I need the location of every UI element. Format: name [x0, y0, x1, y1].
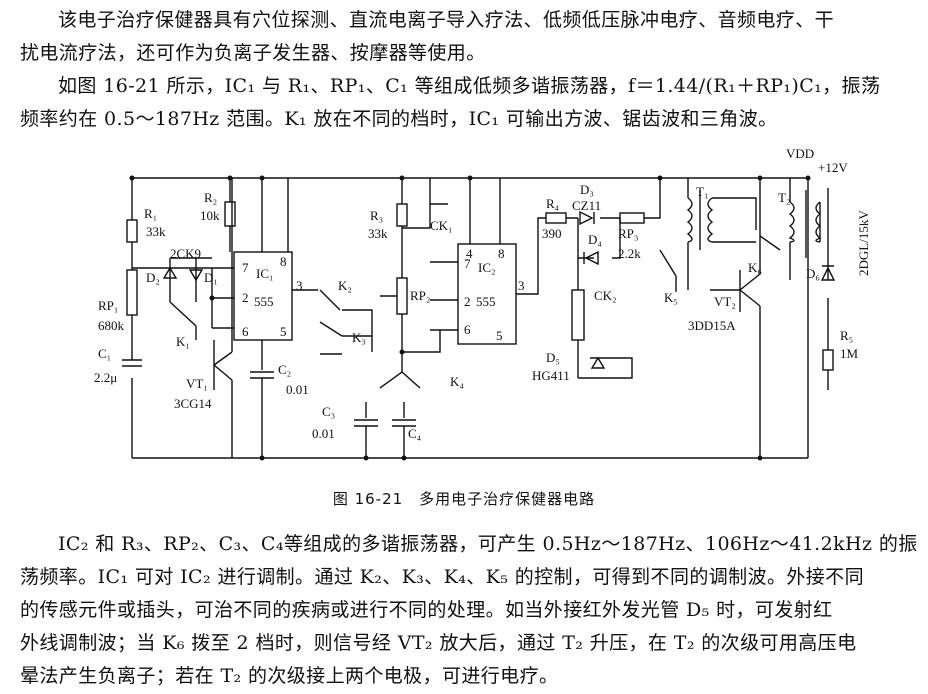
ic2-pin-4: 4: [466, 246, 473, 261]
label-c1: C₁: [98, 346, 111, 361]
label-c3-value: 0.01: [312, 426, 335, 441]
ic1-pin-5: 5: [280, 324, 287, 339]
label-vt2-type: 3DD15A: [688, 318, 736, 333]
label-rp3: RP₃: [618, 226, 638, 241]
label-vt1: VT₁: [186, 376, 208, 391]
label-k6: K₆: [748, 260, 762, 275]
ic1-line-2: 频率约在 0.5～187Hz 范围。K₁ 放在不同的档时，IC₁ 可输出方波、锯…: [20, 108, 778, 130]
label-d5: D₅: [546, 350, 560, 365]
ic2-pin-3: 3: [518, 278, 525, 293]
label-rp1: RP₁: [98, 298, 118, 313]
label-d6-type: 2DGL/15kV: [856, 210, 871, 276]
ic2-line-3: 的传感元件或插头，可治不同的疾病或进行不同的处理。如当外接红外发光管 D₅ 时，…: [20, 599, 833, 621]
label-k4: K₄: [450, 374, 464, 389]
label-rp3-value: 2.2k: [618, 246, 641, 261]
label-d2: D₂: [146, 270, 160, 285]
label-r1-value: 33k: [146, 224, 166, 239]
label-rp1-value: 680k: [98, 318, 125, 333]
label-d4: D₄: [588, 232, 602, 247]
ic1-pin-7: 7: [242, 260, 249, 275]
label-ic2: IC₂: [478, 260, 496, 275]
label-r3-value: 33k: [368, 226, 388, 241]
label-r3: R₃: [370, 208, 383, 223]
label-rp2: RP₂: [410, 288, 430, 303]
diodes: [162, 210, 836, 369]
label-vt2: VT₂: [714, 294, 736, 309]
label-ic2-chip: 555: [476, 294, 496, 309]
label-ck2: CK₂: [594, 288, 617, 303]
label-d1: D₁: [204, 270, 218, 285]
ic1-line-1: 如图 16-21 所示，IC₁ 与 R₁、RP₁、C₁ 等组成低频多谐振荡器，f…: [58, 75, 881, 97]
label-d5-type: HG411: [532, 368, 570, 383]
label-d3-type: CZ11: [572, 198, 601, 213]
label-r5-value: 1M: [840, 346, 859, 361]
label-ic1: IC₁: [256, 266, 274, 281]
ic1-pin-2: 2: [242, 290, 249, 305]
label-r5: R₅: [840, 328, 853, 343]
ic1-pin-6: 6: [242, 324, 249, 339]
label-ic1-chip: 555: [254, 294, 274, 309]
label-r4: R₄: [546, 196, 560, 211]
ic2-line-4: 外线调制波；当 K₆ 拨至 2 档时，则信号经 VT₂ 放大后，通过 T₂ 升压…: [20, 632, 857, 654]
label-ck1: CK₁: [430, 218, 453, 233]
circuit-labels: VDD +12V R₁ 33k R₂ 10k R₃ 33k R₄ 390 R₅ …: [94, 146, 871, 441]
ic1-pin-8: 8: [280, 254, 287, 269]
label-t2: T₂: [778, 190, 790, 205]
label-r2: R₂: [204, 190, 217, 205]
ic2-pin-8: 8: [498, 246, 505, 261]
resistors: [126, 201, 408, 316]
label-d3: D₃: [580, 182, 594, 197]
label-vt1-type: 3CG14: [174, 396, 212, 411]
ic2-line-2: 荡频率。IC₁ 可对 IC₂ 进行调制。通过 K₂、K₃、K₄、K₅ 的控制，可…: [20, 566, 864, 588]
ic2-pin-5: 5: [496, 328, 503, 343]
label-d6: D₆: [806, 266, 820, 281]
ic2-pin-7: 7: [464, 256, 471, 271]
label-c2-value: 0.01: [286, 382, 309, 397]
label-r4-value: 390: [542, 226, 562, 241]
label-c3: C₃: [322, 404, 335, 419]
figure-caption: 图 16-21 多用电子治疗保健器电路: [332, 490, 596, 508]
capacitors: [122, 359, 142, 367]
circuit-diagram: VDD +12V R₁ 33k R₂ 10k R₃ 33k R₄ 390 R₅ …: [94, 146, 871, 461]
label-k3: K₃: [352, 330, 366, 345]
ic1-paragraph: 如图 16-21 所示，IC₁ 与 R₁、RP₁、C₁ 等组成低频多谐振荡器，f…: [20, 70, 910, 136]
ic1-pin-3: 3: [296, 278, 303, 293]
label-r2-value: 10k: [200, 208, 220, 223]
ic2-paragraph: IC₂ 和 R₃、RP₂、C₃、C₄等组成的多谐振荡器，可产生 0.5Hz～18…: [20, 528, 918, 693]
intro-line-2: 扰电流疗法，还可作为负离子发生器、按摩器等使用。: [20, 42, 486, 64]
label-k5: K₅: [664, 290, 678, 305]
label-c2: C₂: [278, 362, 291, 377]
label-vdd: VDD: [786, 146, 814, 161]
label-k2: K₂: [338, 278, 352, 293]
label-k1: K₁: [176, 334, 190, 349]
label-supply: +12V: [818, 160, 848, 175]
label-c4: C₄: [408, 426, 422, 441]
label-d2-type: 2CK9: [170, 246, 201, 261]
intro-line-1: 该电子治疗保健器具有穴位探测、直流电离子导入疗法、低频低压脉冲电疗、音频电疗、干: [58, 9, 835, 31]
label-r1: R₁: [144, 206, 157, 221]
circuit-wires: [131, 177, 834, 459]
ic2-line-1: IC₂ 和 R₃、RP₂、C₃、C₄等组成的多谐振荡器，可产生 0.5Hz～18…: [58, 533, 918, 555]
ic2-line-5: 晕法产生负离子；若在 T₂ 的次级接上两个电极，可进行电疗。: [20, 665, 559, 687]
intro-paragraph: 该电子治疗保健器具有穴位探测、直流电离子导入疗法、低频低压脉冲电疗、音频电疗、干…: [20, 4, 910, 70]
label-c1-value: 2.2μ: [94, 370, 117, 385]
coils: [686, 197, 822, 243]
junction-dots: [129, 175, 811, 461]
label-t1: T₁: [696, 184, 708, 199]
ic2-pin-2: 2: [464, 294, 471, 309]
ic2-pin-6: 6: [464, 322, 471, 337]
